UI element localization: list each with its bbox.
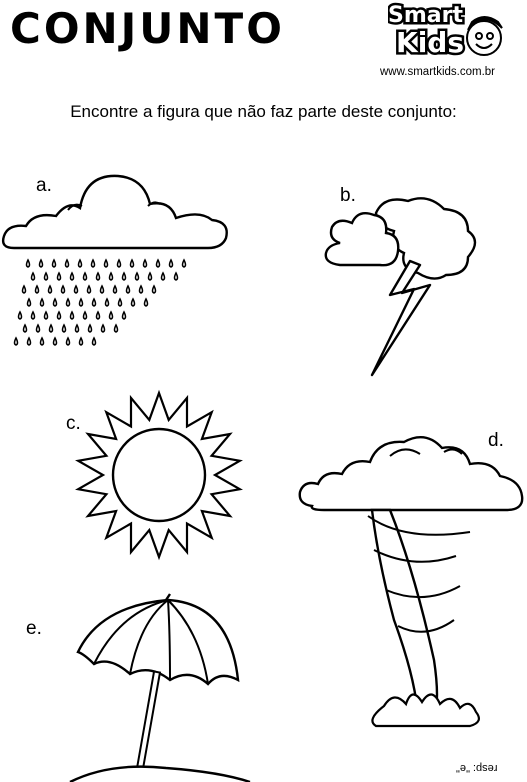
- raindrop-icon: [52, 336, 58, 346]
- sun-icon: [75, 389, 243, 561]
- raindrop-icon: [43, 271, 49, 281]
- raindrop-icon: [82, 310, 88, 320]
- raindrop-icon: [65, 336, 71, 346]
- raindrop-icon: [108, 271, 114, 281]
- raindrop-icon: [34, 284, 40, 294]
- raindrop-icon: [47, 284, 53, 294]
- raindrop-icon: [87, 323, 93, 333]
- raindrop-icon: [25, 258, 31, 268]
- raindrop-icon: [91, 336, 97, 346]
- raindrop-icon: [181, 258, 187, 268]
- raindrop-icon: [56, 271, 62, 281]
- raindrop-icon: [82, 271, 88, 281]
- raindrop-icon: [168, 258, 174, 268]
- smartkids-logo: Smart Kids: [388, 1, 503, 62]
- raindrop-icon: [60, 284, 66, 294]
- raindrop-icon: [43, 310, 49, 320]
- raindrop-icon: [65, 297, 71, 307]
- raindrop-icon: [142, 258, 148, 268]
- raindrop-icon: [69, 310, 75, 320]
- figure-label-c: c.: [66, 413, 81, 434]
- raindrop-icon: [64, 258, 70, 268]
- raindrop-icon: [117, 297, 123, 307]
- figure-label-d: d.: [488, 430, 504, 451]
- raindrop-icon: [21, 284, 27, 294]
- raindrop-icon: [77, 258, 83, 268]
- svg-text:Smart: Smart: [388, 3, 463, 28]
- raindrop-icon: [73, 284, 79, 294]
- raindrop-icon: [52, 297, 58, 307]
- raindrop-icon: [90, 258, 96, 268]
- raindrop-icon: [173, 271, 179, 281]
- raindrop-icon: [78, 297, 84, 307]
- raindrop-icon: [95, 271, 101, 281]
- raindrop-icon: [100, 323, 106, 333]
- raindrop-icon: [26, 297, 32, 307]
- raindrop-icon: [113, 323, 119, 333]
- raindrop-icon: [38, 258, 44, 268]
- rain-cloud-icon: [1, 174, 228, 346]
- raindrop-icon: [91, 297, 97, 307]
- raindrop-icon: [30, 310, 36, 320]
- raindrop-icon: [35, 323, 41, 333]
- figure-label-a: a.: [36, 175, 52, 196]
- raindrop-icon: [138, 284, 144, 294]
- raindrop-icon: [39, 336, 45, 346]
- raindrop-icon: [130, 297, 136, 307]
- raindrop-icon: [69, 271, 75, 281]
- raindrop-icon: [104, 297, 110, 307]
- raindrop-icon: [17, 310, 23, 320]
- website-url: www.smartkids.com.br: [380, 66, 496, 78]
- raindrop-icon: [56, 310, 62, 320]
- svg-text:Kids: Kids: [396, 26, 464, 59]
- raindrop-icon: [51, 258, 57, 268]
- raindrop-icon: [13, 336, 19, 346]
- raindrop-icon: [39, 297, 45, 307]
- raindrop-icon: [143, 297, 149, 307]
- raindrop-icon: [26, 336, 32, 346]
- raindrop-icon: [129, 258, 135, 268]
- raindrop-icon: [112, 284, 118, 294]
- raindrop-icon: [95, 310, 101, 320]
- raindrop-icon: [99, 284, 105, 294]
- tornado-icon: [298, 436, 524, 728]
- beach-umbrella-icon: [69, 593, 251, 782]
- instruction-text: Encontre a figura que não faz parte dest…: [70, 102, 457, 121]
- raindrop-icon: [116, 258, 122, 268]
- raindrop-icon: [30, 271, 36, 281]
- lightning-cloud-icon: [324, 197, 477, 377]
- raindrop-icon: [160, 271, 166, 281]
- raindrop-icon: [86, 284, 92, 294]
- mascot-face-icon: [466, 16, 503, 56]
- raindrop-icon: [121, 310, 127, 320]
- figure-label-b: b.: [340, 185, 356, 206]
- raindrop-icon: [74, 323, 80, 333]
- figure-label-e: e.: [26, 618, 42, 639]
- raindrop-icon: [125, 284, 131, 294]
- answer-text: resp: "e": [456, 762, 498, 774]
- raindrop-icon: [108, 310, 114, 320]
- raindrop-icon: [78, 336, 84, 346]
- raindrop-icon: [155, 258, 161, 268]
- raindrop-icon: [61, 323, 67, 333]
- raindrop-icon: [103, 258, 109, 268]
- raindrop-icon: [48, 323, 54, 333]
- raindrop-icon: [147, 271, 153, 281]
- raindrop-icon: [121, 271, 127, 281]
- page-title: CONJUNTO: [10, 4, 285, 53]
- raindrop-icon: [151, 284, 157, 294]
- raindrop-icon: [22, 323, 28, 333]
- raindrop-icon: [134, 271, 140, 281]
